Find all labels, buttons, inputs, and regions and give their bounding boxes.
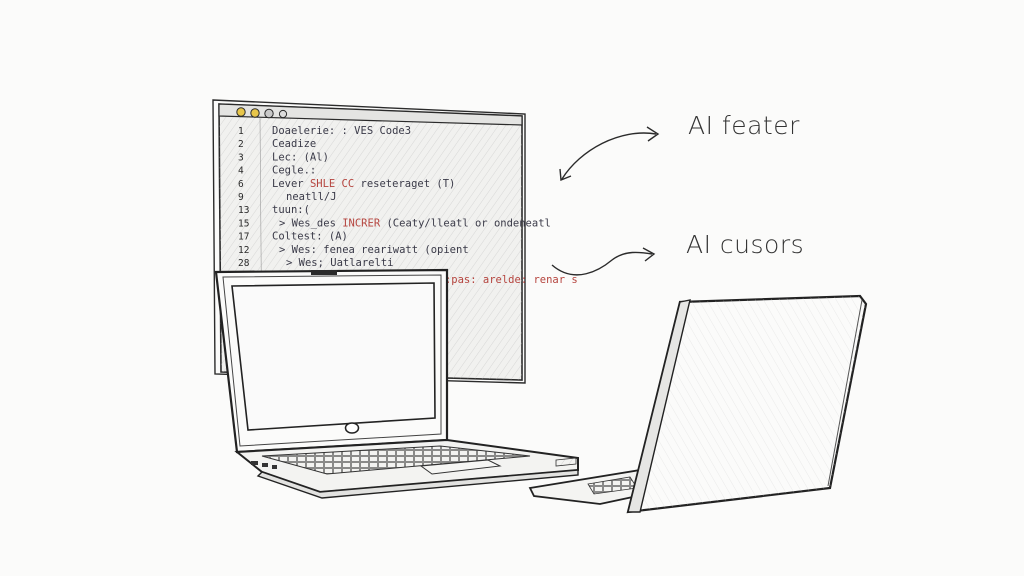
window-maximize-dot[interactable]: [264, 108, 274, 119]
code-line[interactable]: Lec: (Al): [272, 151, 329, 163]
line-number: 9: [238, 192, 244, 203]
window-extra-dot: [278, 109, 288, 119]
laptop-right: [528, 294, 868, 514]
code-line[interactable]: > Wes; Uatlarelti: [286, 257, 393, 269]
line-number: 17: [238, 232, 249, 243]
annotation-top: AI feater: [688, 111, 800, 140]
code-line[interactable]: neatll/J: [286, 191, 337, 203]
arrow-bottom: [551, 247, 656, 276]
line-number: 15: [238, 218, 249, 229]
line-number: 1: [238, 126, 244, 137]
error-line: oun:pas: arelde: renar s: [426, 274, 578, 286]
editor-title-bar: [218, 103, 523, 126]
code-line[interactable]: Cegle.:: [272, 165, 316, 177]
laptop-left-trackpad[interactable]: [419, 459, 502, 475]
window-minimize-dot[interactable]: [250, 108, 260, 118]
window-close-dot[interactable]: [236, 107, 246, 117]
line-number: 13: [238, 205, 249, 216]
curved-arrow-icon: [551, 251, 653, 276]
line-number: 12: [238, 245, 249, 256]
annotation-bottom: AI cusors: [686, 230, 804, 259]
code-line[interactable]: Doaelerie: : VES Code3: [272, 125, 411, 137]
laptop-left-keyboard[interactable]: [261, 445, 531, 475]
code-lines: 1 Doaelerie: : VES Code3 2 Ceadize 3 Lec: (Al…: [238, 125, 551, 269]
line-number: 3: [238, 152, 244, 163]
code-line[interactable]: > Wes_des INCRER (Ceaty/lleatl or ondene…: [279, 217, 551, 229]
code-line[interactable]: tuun:(: [272, 204, 310, 216]
code-line[interactable]: Coltest: (A): [272, 231, 348, 243]
camera-icon: [311, 270, 337, 275]
arrow-top: [559, 126, 660, 181]
speaker-grille: [555, 457, 577, 467]
code-line[interactable]: Lever SHLE CC reseteraget (T): [272, 178, 455, 190]
webcam-icon: [344, 422, 360, 434]
line-number: 4: [238, 166, 244, 177]
line-number: 28: [238, 258, 250, 269]
code-line[interactable]: > Wes: fenea reariwatt (opient: [279, 244, 469, 256]
code-line[interactable]: Ceadize: [272, 138, 316, 150]
line-number: 2: [238, 139, 244, 150]
laptop-left-screen: [231, 282, 436, 431]
usb-port-icon: [272, 465, 277, 469]
usb-port-icon: [251, 461, 258, 465]
curved-arrow-icon: [561, 132, 657, 180]
laptop-left: [214, 268, 579, 499]
usb-port-icon: [262, 463, 268, 467]
line-number: 6: [238, 179, 244, 190]
